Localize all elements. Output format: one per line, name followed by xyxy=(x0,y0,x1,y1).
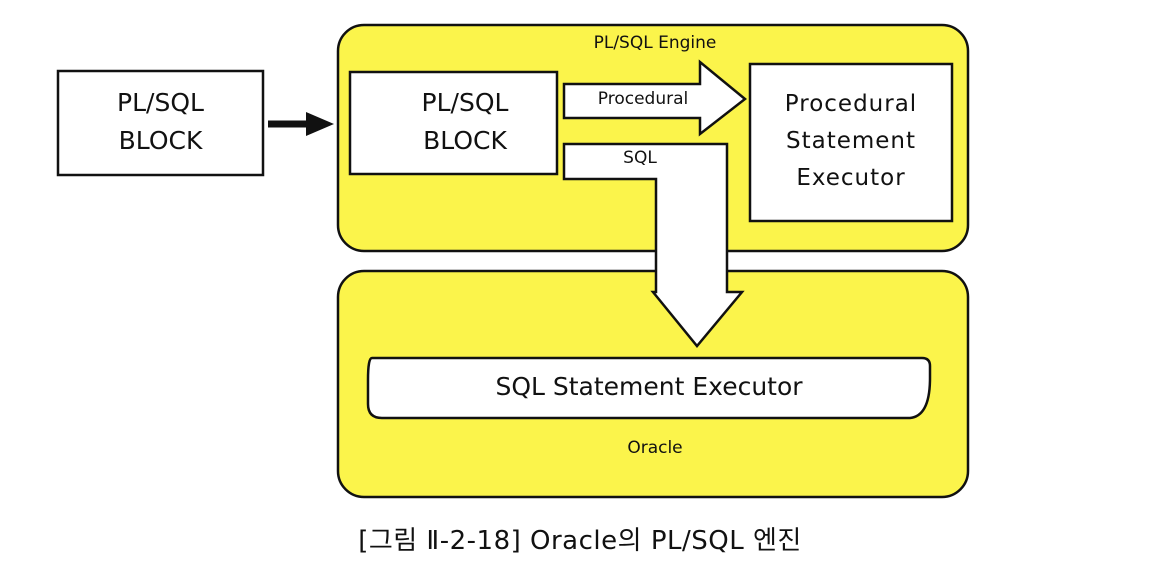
inner-block-line2: BLOCK xyxy=(423,126,507,155)
procedural-executor-line2: Statement xyxy=(785,128,917,154)
sql-executor-box xyxy=(366,356,932,420)
external-block-line1: PL/SQL xyxy=(117,88,204,117)
procedural-executor-box xyxy=(748,62,954,223)
inner-plsql-block xyxy=(348,70,559,176)
external-plsql-block xyxy=(56,69,265,177)
engine-title: PL/SQL Engine xyxy=(593,33,717,53)
oracle-title: Oracle xyxy=(627,438,683,458)
external-block-line2: BLOCK xyxy=(118,126,203,155)
inner-block-label: PL/SQL BLOCK xyxy=(380,84,550,160)
external-block-label: PL/SQL BLOCK xyxy=(58,84,263,160)
procedural-executor-line3: Executor xyxy=(796,165,906,191)
input-arrow-head xyxy=(306,112,334,136)
sql-executor-label: SQL Statement Executor xyxy=(495,372,803,401)
procedural-arrow xyxy=(562,59,748,137)
sql-arrow xyxy=(562,142,745,348)
procedural-executor-label: Procedural Statement Executor xyxy=(750,86,952,197)
procedural-arrow-label: Procedural xyxy=(597,89,689,109)
procedural-executor-line1: Procedural xyxy=(784,91,918,117)
inner-block-line1: PL/SQL xyxy=(421,88,509,117)
sql-arrow-label: SQL xyxy=(623,148,657,168)
figure-caption: [그림 Ⅱ-2-18] Oracle의 PL/SQL 엔진 xyxy=(358,526,802,556)
